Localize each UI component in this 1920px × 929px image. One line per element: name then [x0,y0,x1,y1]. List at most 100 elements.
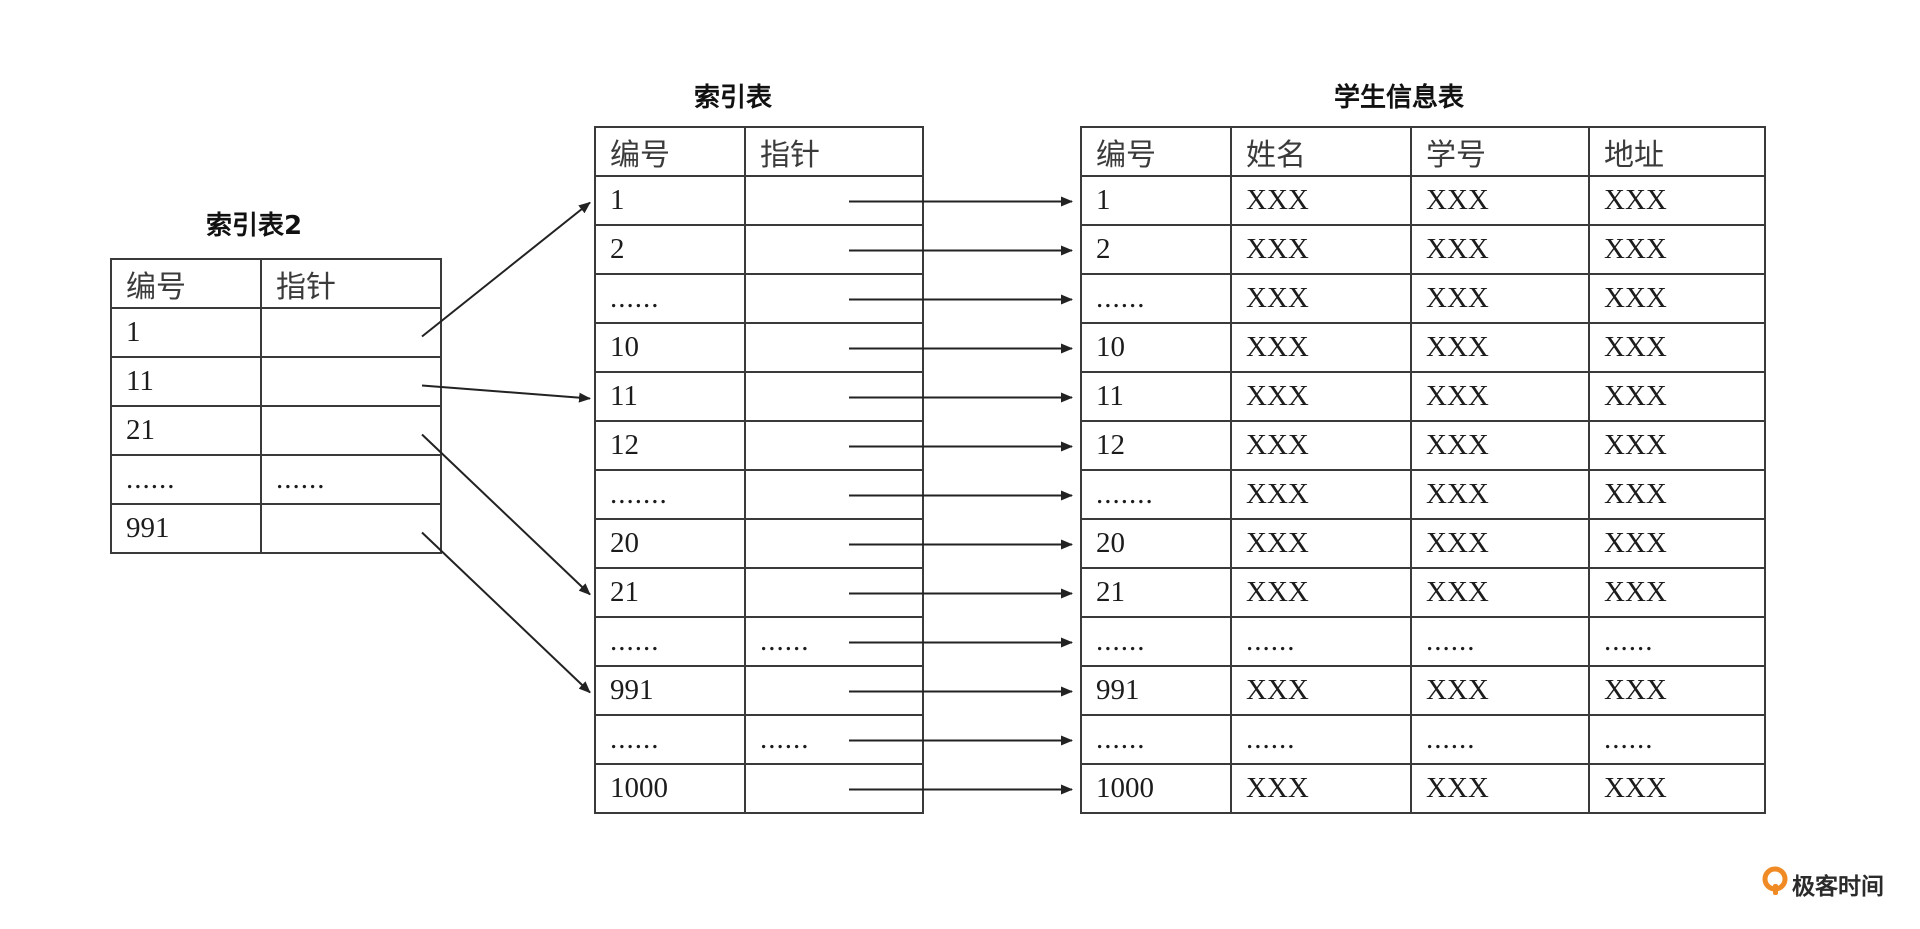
students-cell-id: 2 [1080,224,1232,275]
students-cell-student-no: XXX [1410,567,1590,618]
table-row: ...... [594,273,924,324]
index-header-row: 编号 指针 [594,126,924,177]
students-cell-name: XXX [1230,224,1412,275]
students-cell-address: XXX [1588,763,1766,814]
index-table: 编号 指针 1 2 ...... 10 11 12 ....... 20 21 … [594,126,924,814]
index2-cell-pointer: ...... [260,454,442,505]
table-row: 11 [110,356,442,407]
students-cell-student-no: XXX [1410,469,1590,520]
students-cell-address: XXX [1588,273,1766,324]
index-cell-id: ....... [594,469,746,520]
students-header-student-no: 学号 [1410,126,1590,177]
students-cell-student-no: XXX [1410,175,1590,226]
index-cell-pointer [744,469,924,520]
index-header-id: 编号 [594,126,746,177]
students-cell-address: XXX [1588,420,1766,471]
table-row: 21 [110,405,442,456]
index2-to-index-arrow [421,531,591,694]
index2-cell-pointer [260,356,442,407]
index2-to-index-arrow [421,201,591,338]
students-cell-student-no: XXX [1410,224,1590,275]
index-cell-id: 11 [594,371,746,422]
geektime-logo-text: 极客时间 [1792,874,1884,900]
students-cell-student-no: ...... [1410,714,1590,765]
students-cell-id: 1 [1080,175,1232,226]
students-cell-id: ...... [1080,273,1232,324]
students-cell-id: ...... [1080,714,1232,765]
table-row: 991 [594,665,924,716]
index2-cell-id: 21 [110,405,262,456]
table-row: ............ [594,714,924,765]
table-row: 11 [594,371,924,422]
students-cell-student-no: XXX [1410,763,1590,814]
students-cell-student-no: XXX [1410,371,1590,422]
students-cell-address: XXX [1588,665,1766,716]
students-header-address: 地址 [1588,126,1766,177]
students-cell-id: 21 [1080,567,1232,618]
geektime-logo: 极客时间 [1762,866,1884,902]
students-cell-address: XXX [1588,518,1766,569]
students-cell-address: ...... [1588,616,1766,667]
students-cell-name: XXX [1230,322,1412,373]
students-cell-student-no: XXX [1410,273,1590,324]
students-cell-id: 10 [1080,322,1232,373]
index2-cell-id: 11 [110,356,262,407]
table-row: ........................ [1080,616,1766,667]
students-cell-student-no: XXX [1410,518,1590,569]
students-cell-name: XXX [1230,518,1412,569]
students-cell-name: ...... [1230,616,1412,667]
index-cell-id: ...... [594,616,746,667]
students-cell-name: XXX [1230,665,1412,716]
index-cell-id: 1 [594,175,746,226]
students-title: 学生信息表 [1334,83,1465,113]
index-cell-id: 12 [594,420,746,471]
students-cell-name: XXX [1230,371,1412,422]
index-cell-id: 2 [594,224,746,275]
students-cell-name: XXX [1230,273,1412,324]
index-header-pointer: 指针 [744,126,924,177]
table-row: ....... [594,469,924,520]
students-header-id: 编号 [1080,126,1232,177]
index2-cell-pointer [260,503,442,554]
students-cell-address: XXX [1588,322,1766,373]
index-cell-id: 10 [594,322,746,373]
students-cell-name: XXX [1230,175,1412,226]
students-cell-address: ...... [1588,714,1766,765]
index2-cell-id: ...... [110,454,262,505]
index2-cell-id: 991 [110,503,262,554]
index2-title: 索引表2 [206,211,303,241]
students-cell-student-no: ...... [1410,616,1590,667]
students-cell-id: 20 [1080,518,1232,569]
students-cell-student-no: XXX [1410,322,1590,373]
index2-cell-id: 1 [110,307,262,358]
students-cell-id: 991 [1080,665,1232,716]
index-cell-pointer: ...... [744,616,924,667]
students-cell-id: 1000 [1080,763,1232,814]
index-cell-id: 21 [594,567,746,618]
index-cell-id: 20 [594,518,746,569]
students-cell-address: XXX [1588,175,1766,226]
table-row: 991 [110,503,442,554]
students-cell-name: XXX [1230,567,1412,618]
index2-cell-pointer [260,405,442,456]
index-title: 索引表 [694,83,773,113]
index2-header-row: 编号 指针 [110,258,442,309]
students-cell-name: XXX [1230,420,1412,471]
index2-to-index-arrow [421,433,591,596]
table-row: ........................ [1080,714,1766,765]
table-row: 1000 [594,763,924,814]
students-cell-id: ....... [1080,469,1232,520]
table-row: ............ [594,616,924,667]
index2-cell-pointer [260,307,442,358]
